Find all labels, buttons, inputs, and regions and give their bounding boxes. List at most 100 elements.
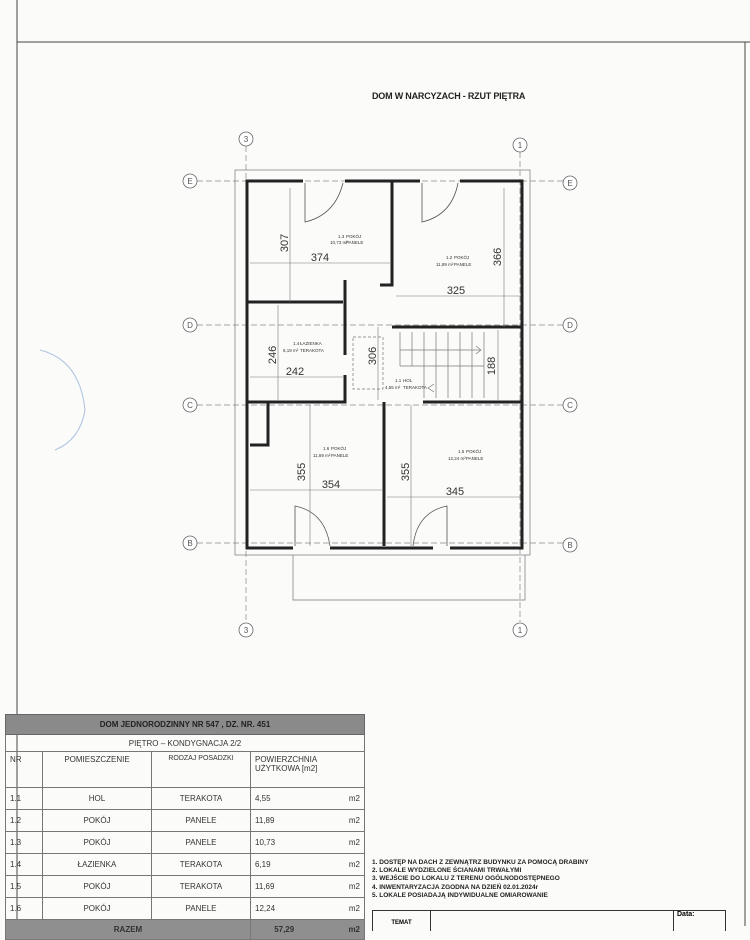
cell-floor: PANELE	[151, 809, 251, 832]
dim-355-right: 355	[400, 463, 412, 481]
svg-text:POKÓJ: POKÓJ	[331, 445, 346, 451]
rooms-table: DOM JEDNORODZINNY NR 547 , DZ. NR. 451 P…	[5, 714, 366, 940]
cell-room: HOL	[42, 787, 152, 810]
walls	[245, 179, 524, 550]
dim-355-left: 355	[296, 463, 308, 481]
cell-nr: 1.2	[5, 809, 43, 832]
svg-text:1.2: 1.2	[446, 255, 453, 260]
cell-nr: 1.5	[5, 875, 43, 898]
header-area: POWIERZCHNIA UŻYTKOWA [m2]	[250, 751, 365, 788]
note: 1. DOSTĘP NA DACH Z ZEWNĄTRZ BUDYNKU ZA …	[372, 859, 589, 866]
svg-text:12,24 m²: 12,24 m²	[448, 456, 466, 461]
axis-label: 1	[518, 626, 523, 635]
grid-axes	[197, 146, 563, 622]
axis-label: B	[187, 539, 192, 548]
cell-floor: TERAKOTA	[151, 787, 251, 810]
dim-306: 306	[367, 347, 379, 365]
axis-label: C	[187, 401, 193, 410]
cell-room: POKÓJ	[42, 897, 152, 920]
cell-room: POKÓJ	[42, 831, 152, 854]
axis-label: 1	[518, 141, 523, 150]
cell-room: ŁAZIENKA	[42, 853, 152, 876]
svg-text:PANELE: PANELE	[454, 262, 471, 267]
note: 2. LOKALE WYDZIELONE ŚCIANAMI TRWAŁYMI	[372, 867, 522, 875]
header-nr: NR	[5, 751, 43, 788]
total-label: RAZEM	[5, 919, 251, 940]
svg-text:POKÓJ: POKÓJ	[346, 233, 361, 239]
cell-unit: m2	[317, 809, 366, 832]
cell-nr: 1.4	[5, 853, 43, 876]
staircase	[352, 332, 485, 398]
svg-text:TERAKOTA: TERAKOTA	[300, 348, 324, 353]
notes: 1. DOSTĘP NA DACH Z ZEWNĄTRZ BUDYNKU ZA …	[372, 859, 588, 900]
svg-text:ŁAZIENKA: ŁAZIENKA	[300, 341, 322, 346]
svg-text:11,69 m²: 11,69 m²	[313, 453, 331, 458]
dim-366: 366	[492, 248, 504, 266]
cell-floor: TERAKOTA	[151, 853, 251, 876]
svg-text:6,19 m²: 6,19 m²	[283, 348, 299, 353]
svg-text:1.1: 1.1	[395, 378, 402, 383]
note: 3. WEJŚCIE DO LOKALU Z TERENU OGÓLNODOST…	[372, 875, 560, 883]
total-row: RAZEM 57,29 m2	[5, 919, 366, 940]
axis-label: B	[567, 541, 572, 550]
svg-text:HOL: HOL	[403, 378, 413, 383]
svg-text:1.3: 1.3	[338, 234, 345, 239]
cell-unit: m2	[317, 853, 366, 876]
svg-text:PANELE: PANELE	[466, 456, 483, 461]
svg-text:POKÓJ: POKÓJ	[466, 448, 481, 454]
dim-242: 242	[286, 366, 304, 378]
stamp-mark	[39, 349, 86, 451]
cell-floor: PANELE	[151, 897, 251, 920]
cell-area: 12,24	[250, 897, 318, 920]
svg-text:POKÓJ: POKÓJ	[454, 254, 469, 260]
cell-unit: m2	[317, 897, 366, 920]
note: 5. LOKALE POSIADAJĄ INDYWIDUALNE OMIAROW…	[372, 891, 548, 899]
doors	[294, 182, 459, 547]
dim-246: 246	[267, 346, 279, 364]
dim-307: 307	[279, 234, 291, 252]
cell-unit: m2	[317, 787, 366, 810]
cell-area: 11,69	[250, 875, 318, 898]
axis-label: E	[187, 177, 192, 186]
title-block: TEMAT Data:	[372, 910, 726, 931]
cell-nr: 1.1	[5, 787, 43, 810]
svg-text:4,55 m²: 4,55 m²	[385, 385, 401, 390]
cell-unit: m2	[317, 831, 366, 854]
svg-text:10,73 m²: 10,73 m²	[330, 240, 348, 245]
header-room: POMIESZCZENIE	[42, 751, 152, 788]
svg-text:TERAKOTA: TERAKOTA	[403, 385, 427, 390]
date-label: Data:	[673, 911, 695, 931]
svg-text:PANELE: PANELE	[331, 453, 348, 458]
cell-area: 10,73	[250, 831, 318, 854]
cell-area: 11,89	[250, 809, 318, 832]
table-subtitle: PIĘTRO – KONDYGNACJA 2/2	[5, 734, 365, 752]
dimension-lines	[250, 188, 520, 546]
axis-label: D	[187, 321, 193, 330]
dim-374: 374	[311, 252, 329, 264]
svg-text:11,89 m²: 11,89 m²	[436, 262, 454, 267]
svg-text:1.6: 1.6	[323, 446, 330, 451]
outline-lines	[234, 169, 531, 601]
dim-354: 354	[322, 479, 340, 491]
drawing-title: DOM W NARCYZACH - RZUT PIĘTRA	[372, 91, 526, 101]
cell-area: 6,19	[250, 853, 318, 876]
svg-text:1.5: 1.5	[458, 449, 465, 454]
dim-345: 345	[446, 486, 464, 498]
cell-room: POKÓJ	[42, 875, 152, 898]
svg-text:1.4: 1.4	[293, 341, 300, 346]
dim-325: 325	[447, 285, 465, 297]
axis-label: 3	[244, 135, 249, 144]
temat-label: TEMAT	[373, 911, 431, 931]
dim-188: 188	[486, 357, 498, 375]
axis-label: C	[567, 401, 573, 410]
